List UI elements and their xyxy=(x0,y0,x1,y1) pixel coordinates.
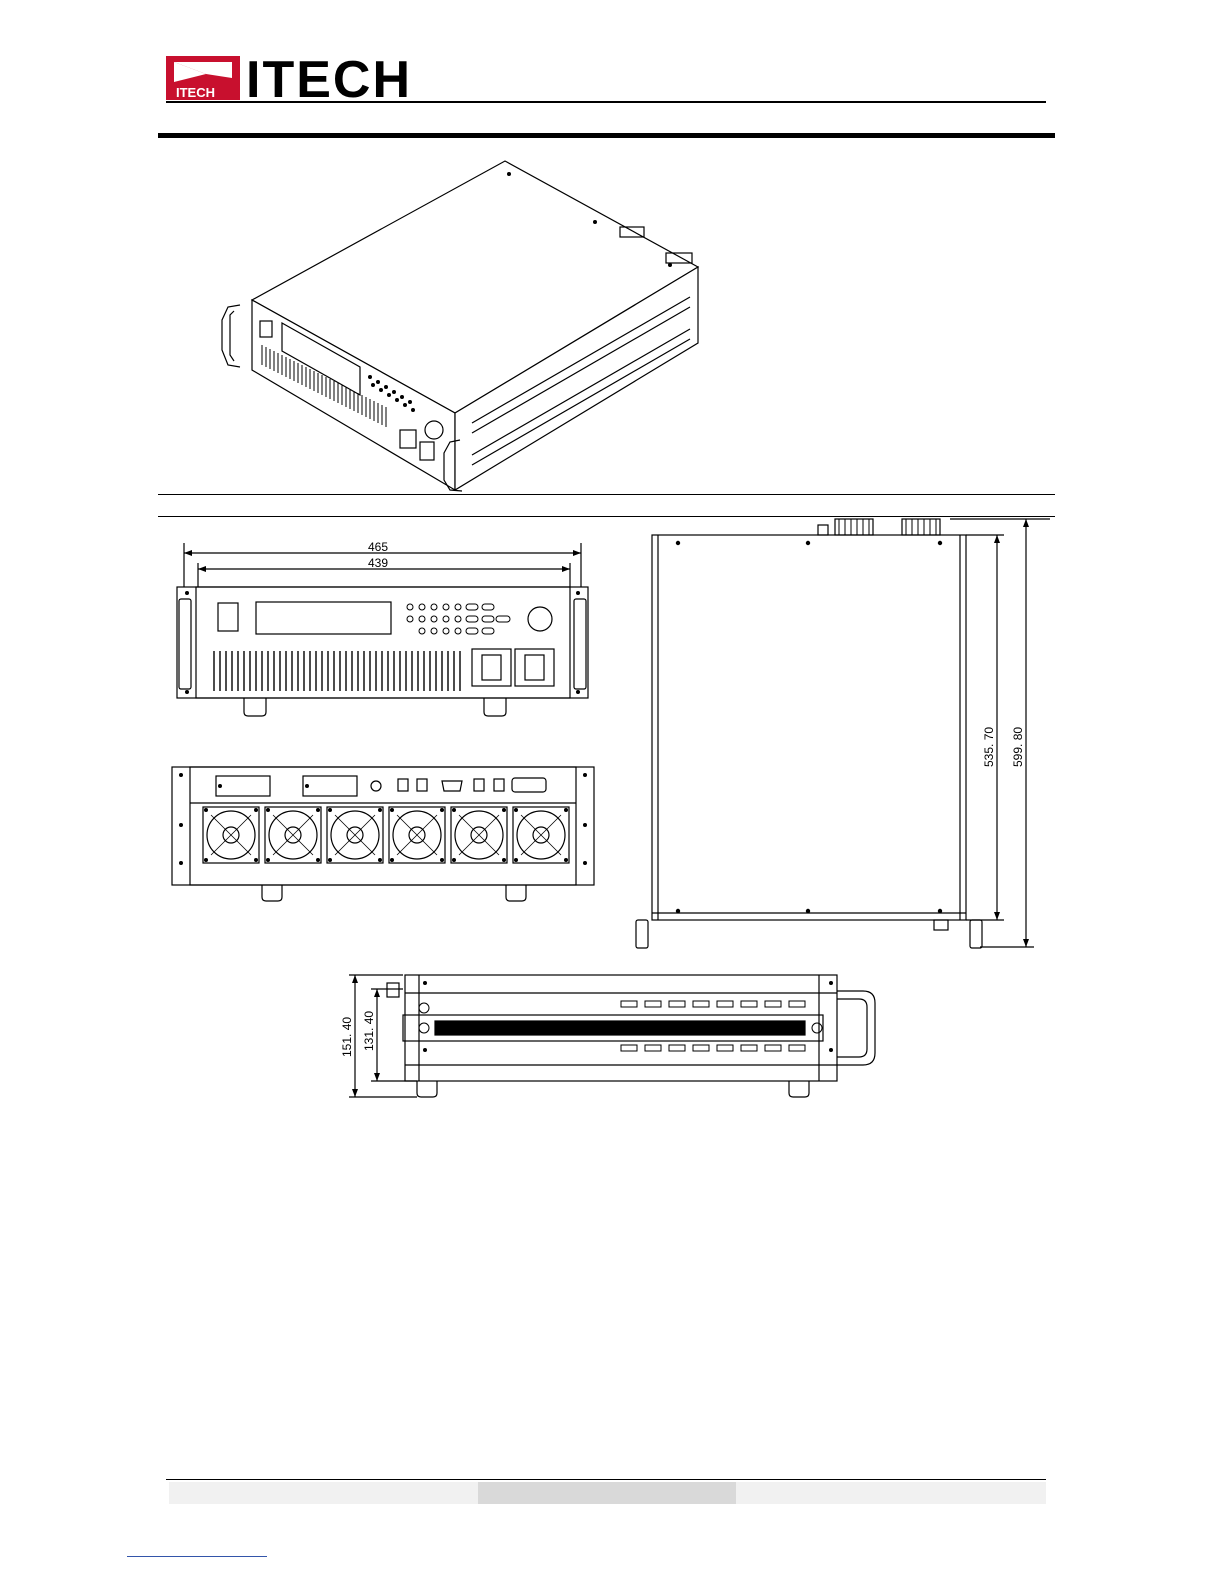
header-thick-rule xyxy=(158,133,1055,138)
dim-front-panel-width: 439 xyxy=(368,556,388,570)
footer-rule xyxy=(166,1479,1046,1480)
dim-height-overall: 151. 40 xyxy=(340,1017,354,1057)
top-view-drawing: 535. 70 599. 80 xyxy=(630,515,1050,955)
isometric-view-drawing xyxy=(210,155,710,495)
dim-side-depth-body: 535. 70 xyxy=(982,727,996,767)
footer-link-underline[interactable] xyxy=(127,1556,267,1557)
dim-height-body: 131. 40 xyxy=(362,1011,376,1051)
dim-front-overall-width: 465 xyxy=(368,540,388,554)
section-rule-top xyxy=(158,494,1055,495)
front-view-drawing: 465 439 xyxy=(170,535,600,725)
logo-badge-text: ITECH xyxy=(176,85,215,100)
side-view-drawing: 151. 40 131. 40 xyxy=(335,965,885,1105)
rear-view-drawing xyxy=(170,765,600,905)
brand-logo: ITECH ITECH xyxy=(166,56,426,104)
footer-bar-center xyxy=(478,1482,736,1504)
dim-side-depth-overall: 599. 80 xyxy=(1011,727,1025,767)
header-rule xyxy=(166,101,1046,103)
logo-badge-icon: ITECH xyxy=(166,56,240,100)
